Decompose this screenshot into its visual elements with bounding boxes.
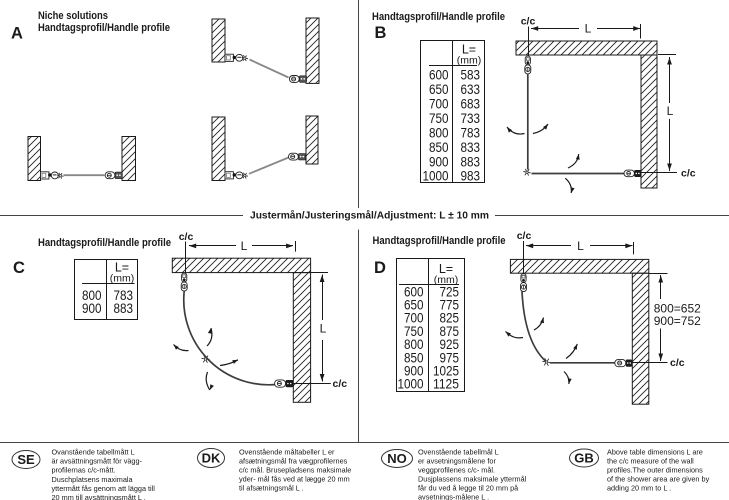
svg-text:900: 900 [82,300,102,316]
svg-text:750: 750 [404,323,424,339]
svg-text:C: C [13,259,25,277]
svg-text:Handtagsprofil/Handle profile: Handtagsprofil/Handle profile [373,235,506,247]
svg-text:775: 775 [440,297,460,313]
svg-text:c/c mål. Brusepladsens maksima: c/c mål. Brusepladsens maksimale [239,465,351,474]
svg-text:850: 850 [404,349,424,365]
svg-text:L=: L= [439,262,453,276]
svg-text:er avsetningsmålene for: er avsetningsmålene for [418,456,496,465]
svg-text:975: 975 [440,349,460,365]
svg-text:725: 725 [440,283,460,299]
svg-text:L: L [585,22,592,36]
svg-text:700: 700 [429,95,449,111]
svg-text:1125: 1125 [433,376,459,392]
svg-text:883: 883 [461,153,481,169]
svg-text:650: 650 [429,81,449,97]
svg-text:L: L [577,239,584,253]
svg-text:783: 783 [461,124,481,140]
svg-text:profiles.The outer dimensions: profiles.The outer dimensions [607,465,703,474]
svg-text:900: 900 [404,363,424,379]
svg-text:Ovenstående tabellmål L: Ovenstående tabellmål L [418,447,499,456]
svg-text:1000: 1000 [423,167,449,183]
svg-text:833: 833 [461,139,481,155]
svg-text:20 mm till avsättningsmått L .: 20 mm till avsättningsmått L . [52,493,146,500]
svg-text:(mm): (mm) [434,274,459,286]
svg-text:Ovenstående måltabeller L er: Ovenstående måltabeller L er [239,447,335,456]
svg-text:1000: 1000 [398,376,424,392]
svg-text:700: 700 [404,310,424,326]
svg-text:800: 800 [82,287,102,303]
svg-text:veggprofilenes c/c- mål.: veggprofilenes c/c- mål. [418,465,495,474]
svg-text:B: B [375,24,387,42]
svg-text:NO: NO [387,451,407,466]
svg-text:983: 983 [461,167,481,183]
svg-text:the c/c measure of the wall: the c/c measure of the wall [607,456,694,465]
svg-text:avsetnings-målene L .: avsetnings-målene L . [418,493,489,500]
svg-text:750: 750 [429,110,449,126]
svg-text:c/c: c/c [333,378,348,390]
svg-text:Above table dimensions L are: Above table dimensions L are [607,447,703,456]
svg-text:til afsætningsmål L .: til afsætningsmål L . [239,484,304,493]
svg-text:adding 20 mm to L .: adding 20 mm to L . [607,484,671,493]
svg-text:800: 800 [404,336,424,352]
svg-text:yder- mål fås ved at lægge 20: yder- mål fås ved at lægge 20 mm [239,474,350,483]
svg-text:600: 600 [404,283,424,299]
svg-text:683: 683 [461,95,481,111]
svg-text:825: 825 [440,310,460,326]
svg-text:850: 850 [429,139,449,155]
svg-text:A: A [11,24,23,42]
svg-text:(mm): (mm) [457,54,482,66]
svg-text:GB: GB [574,451,594,466]
svg-text:633: 633 [461,81,481,97]
svg-text:L: L [241,239,248,253]
svg-text:L: L [667,104,674,118]
svg-text:SE: SE [17,452,35,467]
svg-text:Ovanstående tabellmått L: Ovanstående tabellmått L [52,448,135,457]
svg-text:c/c: c/c [517,230,532,242]
svg-text:D: D [374,259,386,277]
svg-text:c/c: c/c [179,231,194,243]
svg-text:900: 900 [429,153,449,169]
svg-text:c/c: c/c [521,16,536,28]
svg-text:875: 875 [440,323,460,339]
svg-text:925: 925 [440,336,460,352]
svg-text:L=: L= [462,42,476,56]
svg-text:733: 733 [461,110,481,126]
svg-text:(mm): (mm) [110,272,135,284]
svg-text:är avsättningsmått för vägg-: är avsättningsmått för vägg- [52,457,143,466]
svg-text:Niche solutions: Niche solutions [38,10,108,22]
svg-text:1025: 1025 [433,363,459,379]
svg-text:650: 650 [404,297,424,313]
svg-text:får du ved å legge til 20 mm p: får du ved å legge til 20 mm på [418,484,519,493]
svg-text:Handtagsprofil/Handle profile: Handtagsprofil/Handle profile [38,22,170,34]
svg-text:Duschplatsens maximala: Duschplatsens maximala [52,475,134,484]
svg-text:afsætningsmål fra vægprofilern: afsætningsmål fra vægprofilernes [239,456,348,465]
svg-text:900=752: 900=752 [654,314,701,328]
svg-text:Handtagsprofil/Handle profile: Handtagsprofil/Handle profile [372,11,505,23]
svg-text:600: 600 [429,66,449,82]
svg-text:Justermån/Justeringsmål/Adjust: Justermån/Justeringsmål/Adjustment: L ± … [250,210,489,222]
svg-text:800: 800 [429,124,449,140]
svg-text:yttermått fås genom att lägga: yttermått fås genom att lägga till [52,484,156,493]
svg-text:DK: DK [202,451,221,466]
svg-text:883: 883 [114,300,134,316]
svg-text:783: 783 [114,287,134,303]
svg-text:c/c: c/c [670,357,685,369]
svg-text:583: 583 [461,66,481,82]
svg-text:profilernas c/c-mått.: profilernas c/c-mått. [52,466,116,475]
svg-text:Handtagsprofil/Handle profile: Handtagsprofil/Handle profile [38,237,171,249]
svg-text:L: L [320,322,327,336]
svg-text:Dusjplassens maksimale yttermå: Dusjplassens maksimale yttermål [418,474,527,483]
svg-text:L=: L= [115,260,129,274]
svg-text:800=652: 800=652 [654,302,701,316]
svg-text:of the shower area are given b: of the shower area are given by [607,474,710,483]
svg-text:c/c: c/c [681,168,696,180]
